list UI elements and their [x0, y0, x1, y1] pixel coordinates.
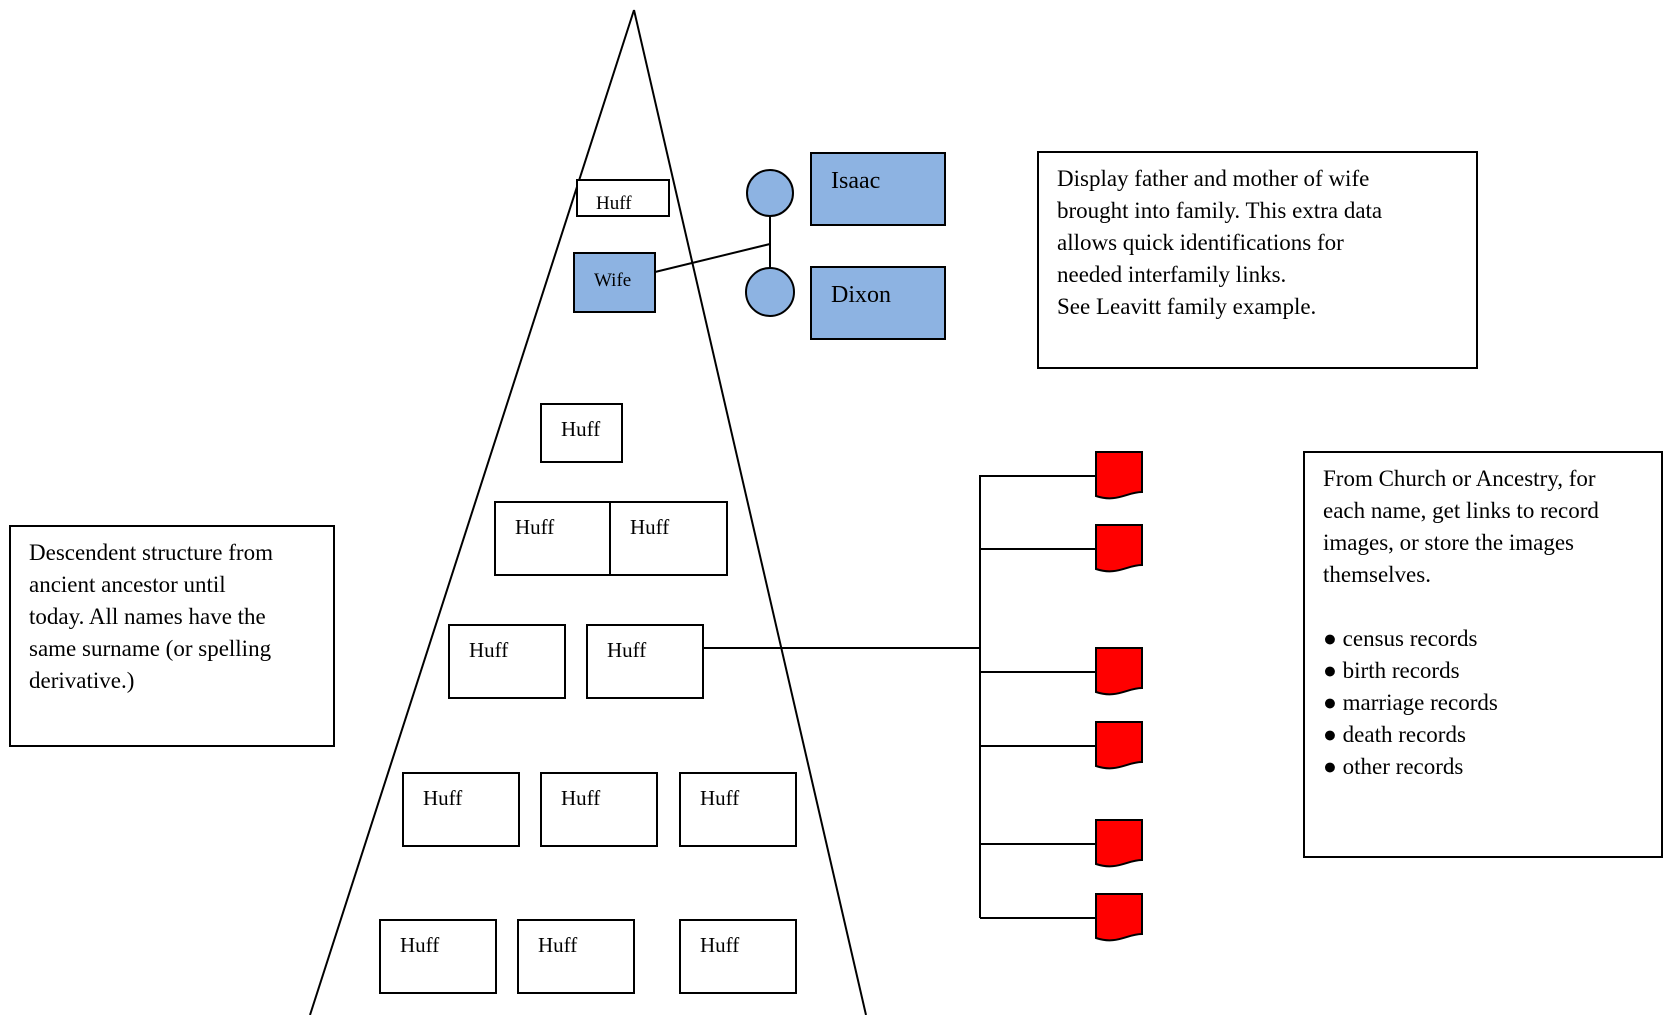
- person-name: Huff: [538, 933, 578, 957]
- person-box: Huff: [517, 919, 635, 994]
- person-box: Huff: [586, 624, 704, 699]
- note-line: same surname (or spelling: [29, 636, 272, 661]
- person-box: Huff: [679, 772, 797, 847]
- record-type-item: other records: [1323, 751, 1643, 783]
- records-list: census records birth records marriage re…: [1323, 623, 1643, 783]
- note-line: derivative.): [29, 668, 135, 693]
- wife-parent-link: [654, 243, 771, 273]
- descendent-note: Descendent structure from ancient ancest…: [9, 525, 335, 747]
- note-line: From Church or Ancestry, for: [1323, 466, 1596, 491]
- father-node: [746, 169, 794, 217]
- person-box: Huff: [679, 919, 797, 994]
- person-box: Huff: [448, 624, 566, 699]
- person-box: Huff: [540, 403, 623, 463]
- document-icon: [1095, 721, 1143, 770]
- note-line: Display father and mother of wife: [1057, 166, 1370, 191]
- note-line: brought into family. This extra data: [1057, 198, 1383, 223]
- record-type-item: birth records: [1323, 655, 1643, 687]
- document-icon: [1095, 524, 1143, 573]
- note-line: images, or store the images: [1323, 530, 1575, 555]
- record-branches: [980, 475, 1096, 919]
- note-line: allows quick identifications for: [1057, 230, 1344, 255]
- pyramid-left-edge: [309, 9, 635, 1015]
- record-type-item: marriage records: [1323, 687, 1643, 719]
- pyramid-right-edge: [633, 9, 867, 1015]
- note-line: Descendent structure from: [29, 540, 273, 565]
- person-box: Huff: [609, 501, 728, 576]
- mother-box: Dixon: [810, 266, 946, 340]
- note-line: needed interfamily links.: [1057, 262, 1287, 287]
- person-name: Huff: [469, 638, 509, 662]
- document-icon: [1095, 451, 1143, 500]
- person-name: Huff: [630, 515, 670, 539]
- note-line: See Leavitt family example.: [1057, 294, 1317, 319]
- wife-parents-note: Display father and mother of wife brough…: [1037, 151, 1478, 369]
- mother-node: [745, 267, 795, 317]
- person-name: Huff: [607, 638, 647, 662]
- person-box: Huff: [379, 919, 497, 994]
- note-line: themselves.: [1323, 562, 1431, 587]
- record-icons: [1095, 451, 1143, 942]
- person-name: Huff: [561, 417, 601, 441]
- person-name: Huff: [515, 515, 555, 539]
- records-note: From Church or Ancestry, for each name, …: [1303, 451, 1663, 858]
- record-type-item: census records: [1323, 623, 1643, 655]
- father-box: Isaac: [810, 152, 946, 226]
- father-name: Isaac: [831, 168, 881, 194]
- record-type-item: death records: [1323, 719, 1643, 751]
- document-icon: [1095, 647, 1143, 696]
- person-box: Huff: [494, 501, 611, 576]
- person-box-top: Huff: [576, 179, 670, 217]
- person-name: Huff: [400, 933, 440, 957]
- person-name: Huff: [423, 786, 463, 810]
- person-name: Huff: [700, 933, 740, 957]
- note-line: ancient ancestor until: [29, 572, 226, 597]
- document-icon: [1095, 819, 1143, 868]
- person-name: Huff: [596, 193, 632, 214]
- document-icon: [1095, 893, 1143, 942]
- spacer: [1323, 591, 1643, 623]
- note-line: today. All names have the: [29, 604, 266, 629]
- person-name: Huff: [561, 786, 601, 810]
- mother-name: Dixon: [831, 282, 891, 308]
- wife-box: Wife: [573, 252, 656, 313]
- person-name: Huff: [700, 786, 740, 810]
- note-line: each name, get links to record: [1323, 498, 1599, 523]
- person-box: Huff: [540, 772, 658, 847]
- person-box: Huff: [402, 772, 520, 847]
- wife-label: Wife: [594, 270, 632, 291]
